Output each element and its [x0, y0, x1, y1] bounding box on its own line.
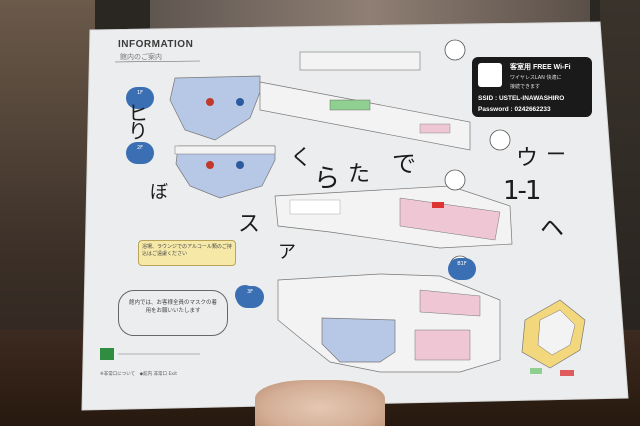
wifi-note-2: 接続できます [510, 84, 541, 90]
handwriting-bo: ぼ [150, 182, 168, 203]
handwriting-a: ア [278, 242, 296, 263]
floor-1-plan [169, 51, 471, 151]
floor-badge-3: 3F [236, 286, 264, 308]
wifi-ssid: SSID : USTEL-INAWASHIRO [478, 95, 565, 102]
yellow-notice: 浴場、ラウンジでのアルコール類のご持込はご遠慮ください [138, 240, 236, 266]
handwriting-1-1: 1-1 [503, 176, 541, 206]
wifi-info-box: 客室用 FREE Wi-Fi ワイヤレスLAN 快適に 接続できます SSID … [472, 57, 592, 117]
wifi-icon [478, 63, 502, 87]
handwriting-ku: く [290, 146, 313, 171]
handwriting-he: ヘ [540, 214, 564, 242]
badge-icon [444, 39, 466, 61]
floor-b1-plan [277, 273, 501, 373]
hot-spring-icon [206, 98, 214, 106]
floor-badge-4: B1F [448, 258, 476, 280]
handwriting-ra: ら [314, 164, 341, 194]
handwriting-dash: ー [546, 142, 566, 166]
handwriting-su: ス [238, 212, 261, 237]
handwriting-de: で [392, 150, 416, 178]
annex-building [521, 299, 586, 376]
floor-badge-2: 2F [126, 142, 154, 164]
handwriting-hidari: ヒ り [128, 101, 148, 143]
floor-2-plan [174, 145, 276, 199]
floor-badge-1: 1F [126, 87, 154, 109]
mask-notice: 館内では、お客様全員のマスクの着用をお願いいたします [118, 290, 228, 336]
holding-hand [255, 380, 385, 426]
sheet-subtitle: 館内のご案内 [120, 53, 162, 61]
footer-note: ※非常口について ◆館内 非常口 Exit [100, 372, 177, 377]
wifi-title: 客室用 FREE Wi-Fi [510, 64, 571, 71]
wifi-password: Password : 0242662233 [478, 106, 551, 113]
handwriting-ta: た [348, 162, 371, 187]
sheet-title: INFORMATION [118, 39, 194, 50]
wifi-note: ワイヤレスLAN 快適に [510, 75, 562, 81]
handwriting-u: ウ [516, 146, 539, 171]
floor-3-plan [274, 185, 513, 249]
exit-running-man-icon [100, 348, 114, 360]
